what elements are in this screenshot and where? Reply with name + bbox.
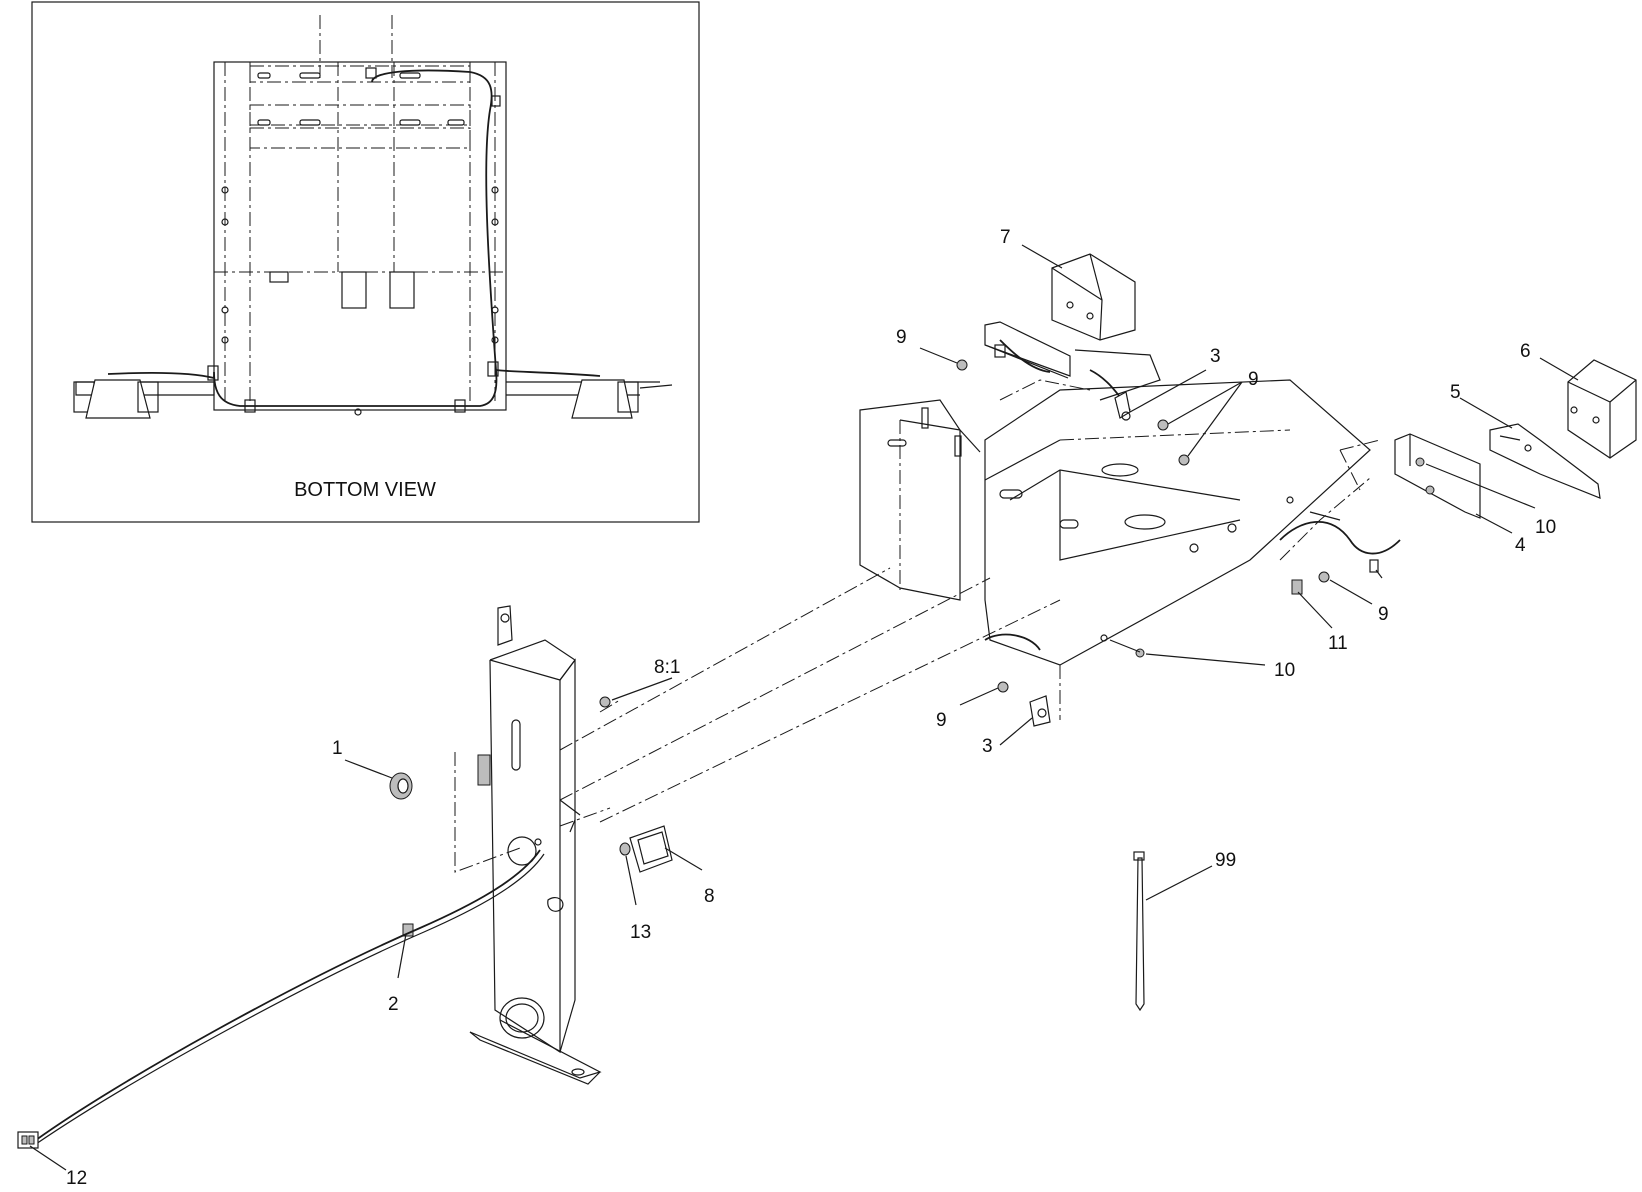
cable-tie-part-99: [1133, 851, 1145, 1012]
callout-9-top: 9: [896, 327, 907, 348]
junction-box-part-8: [619, 825, 673, 873]
lamp-part-7: [1051, 253, 1136, 341]
left-lamp-bracket: [984, 321, 1161, 411]
clamp-part-3-lower: [1029, 695, 1051, 727]
callout-7: 7: [1000, 227, 1011, 248]
bottom-view-inset: BOTTOM VIEW: [31, 1, 700, 523]
bracket-part-4: [1339, 433, 1481, 519]
inset-frame: [31, 1, 700, 523]
side-harness: [1279, 511, 1401, 595]
callout-10-lower: 10: [1274, 660, 1295, 681]
inset-title: BOTTOM VIEW: [294, 479, 436, 501]
inset-wire-harness: [107, 69, 498, 407]
lamp-part-6: [1567, 359, 1637, 459]
leader-lines: [29, 244, 1579, 1171]
callout-99: 99: [1215, 850, 1236, 871]
callout-3-lower: 3: [982, 736, 993, 757]
fasteners: [956, 359, 1425, 693]
connector-part-2: [402, 923, 414, 937]
callout-11: 11: [1328, 633, 1348, 654]
callout-labels: 1 2 3 3 4 5 6 7 8 8:1 9 9 9 9 10 10 11 1…: [66, 227, 1556, 1189]
bracket-part-5: [1489, 423, 1601, 499]
callout-1: 1: [332, 738, 343, 759]
tongue-post: [454, 605, 611, 1085]
callout-8: 8: [704, 886, 715, 907]
callout-2: 2: [388, 994, 399, 1015]
frame-beam: [559, 567, 1061, 823]
wire-harness-part-12: [17, 849, 545, 1149]
callout-10-right: 10: [1535, 517, 1556, 538]
callout-9-center: 9: [1248, 369, 1259, 390]
grommet-part-1: [389, 772, 413, 800]
callout-5: 5: [1450, 382, 1461, 403]
callout-12: 12: [66, 1168, 87, 1189]
inset-frame-body: [213, 15, 507, 411]
callout-4: 4: [1515, 535, 1526, 556]
callout-6: 6: [1520, 341, 1531, 362]
cross-member: [859, 379, 1371, 720]
callout-9-right: 9: [1378, 604, 1389, 625]
callout-13: 13: [630, 922, 651, 943]
callout-9-lower: 9: [936, 710, 947, 731]
clamp-part-3-upper: [1114, 391, 1131, 421]
inset-left-lamp: [73, 379, 215, 419]
callout-8-1: 8:1: [654, 657, 680, 678]
inset-right-lamp: [506, 379, 673, 419]
nut-part-8-1: [599, 696, 611, 708]
callout-3-upper: 3: [1210, 346, 1221, 367]
